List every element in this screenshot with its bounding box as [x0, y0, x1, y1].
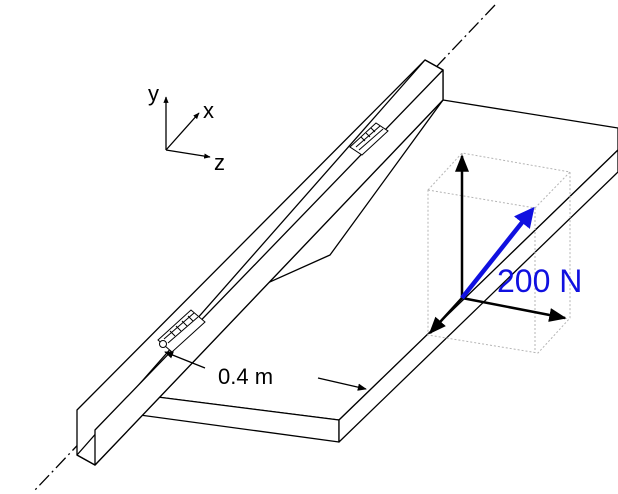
hinge-lower	[157, 309, 206, 353]
force-x-component	[428, 297, 463, 335]
vertical-post	[76, 59, 444, 466]
axis-label-y: y	[148, 81, 159, 106]
axis-triad: y x z	[148, 81, 225, 175]
plate	[117, 99, 618, 443]
force-arrow	[460, 206, 535, 300]
force-components	[428, 154, 567, 335]
hinge-upper	[349, 122, 389, 156]
dimension-label: 0.4 m	[218, 364, 273, 389]
force-200n: 200 N	[460, 206, 582, 300]
dimension-0-4m: 0.4 m	[164, 351, 367, 391]
axis-label-x: x	[203, 98, 214, 123]
axis-label-z: z	[214, 150, 225, 175]
force-label: 200 N	[497, 263, 582, 299]
force-z-component	[461, 296, 567, 322]
